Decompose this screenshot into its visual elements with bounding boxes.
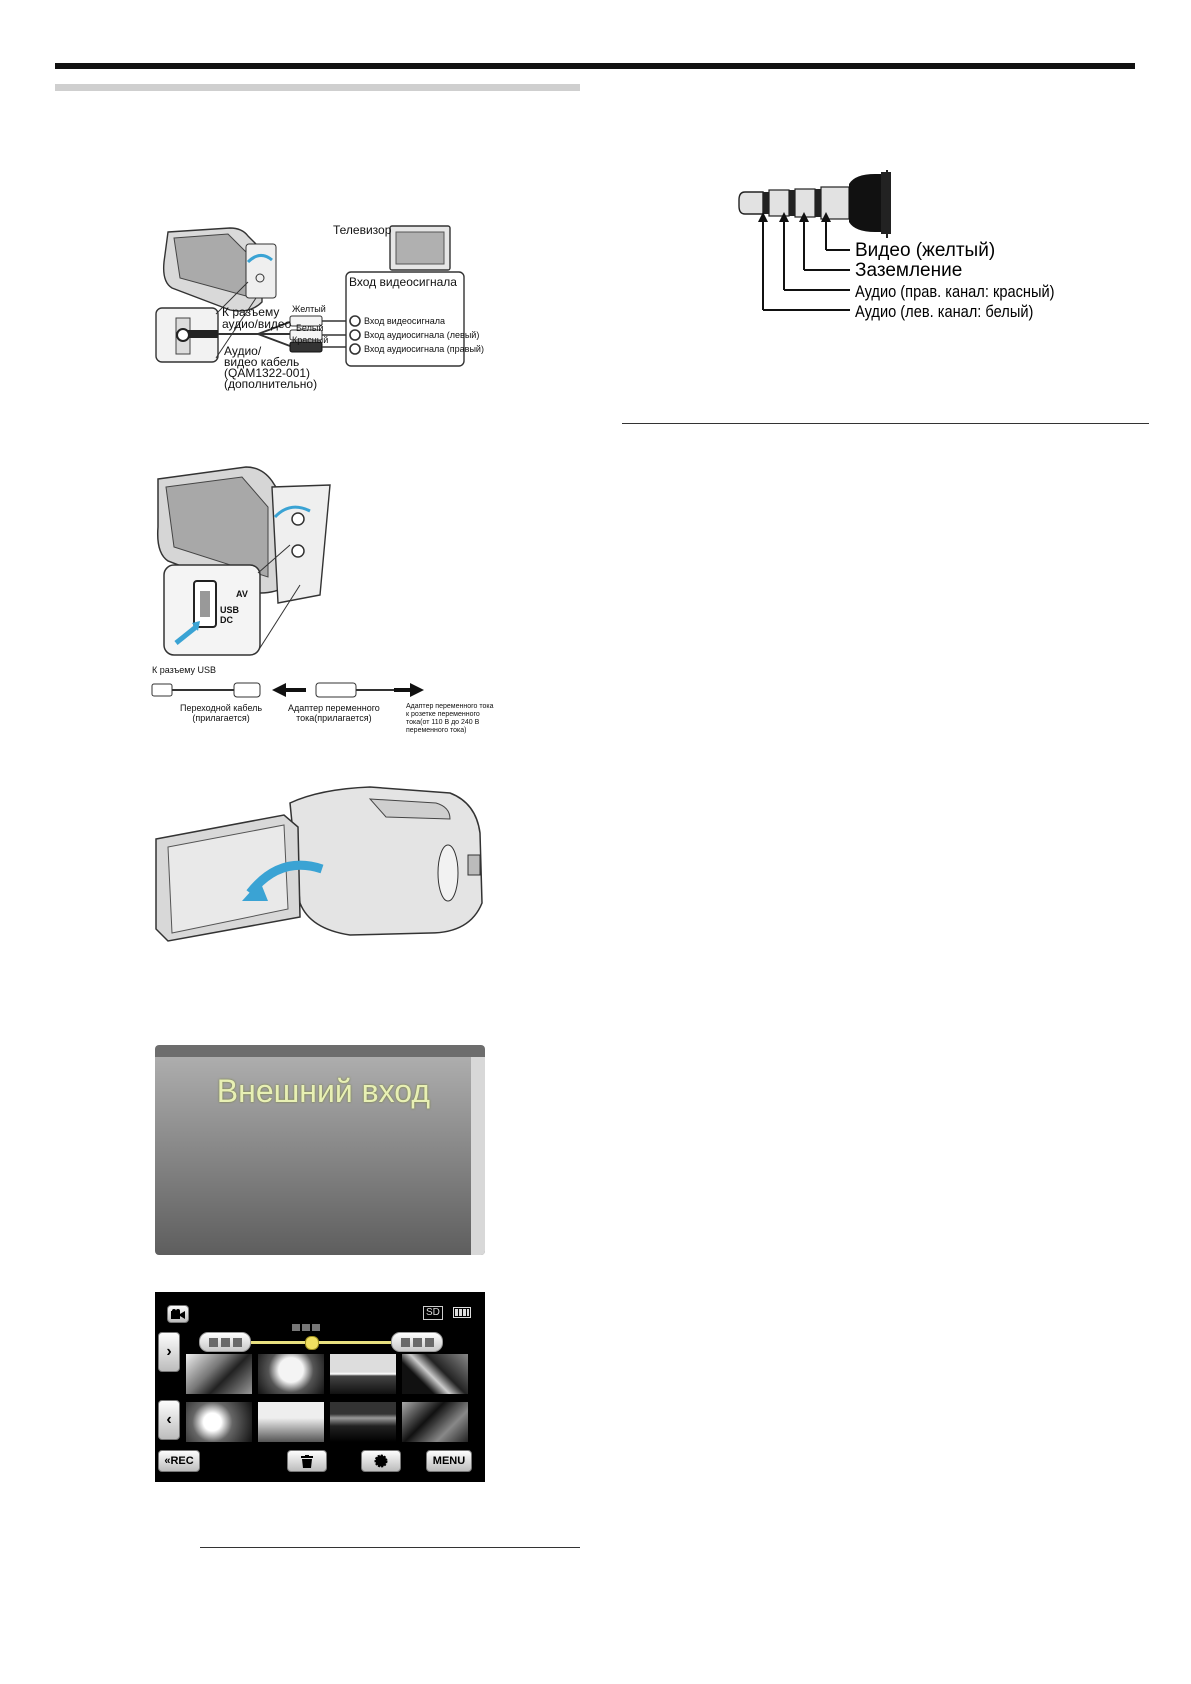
outlet-label: Адаптер переменного тока к розетке перем…	[406, 703, 493, 735]
section-heading-bar	[55, 84, 580, 91]
gear-icon	[374, 1454, 388, 1468]
tv-label: Телевизор	[333, 224, 391, 237]
video-in-label: Вход видеосигнала	[364, 316, 445, 326]
av-cable-label: Аудио/ видео кабель (QAM1322-001) (допол…	[224, 346, 317, 390]
trash-icon	[301, 1455, 313, 1468]
playback-index-screen: SD › ‹ «REC MENU	[155, 1292, 485, 1482]
video-input-title: Вход видеосигнала	[349, 276, 457, 289]
av-connection-figure: Телевизор Вход видеосигнала К разъему ау…	[150, 222, 490, 402]
delete-button[interactable]	[287, 1450, 327, 1472]
sd-card-indicator: SD	[423, 1306, 443, 1320]
thumbnail[interactable]	[402, 1402, 468, 1442]
thumbnail[interactable]	[186, 1354, 252, 1394]
right-column-divider	[622, 423, 1149, 424]
next-page-button[interactable]: ›	[158, 1332, 180, 1372]
audio-in-left-label: Вход аудиосигнала (левый)	[364, 330, 479, 340]
jack-video-label: Видео (желтый)	[855, 241, 995, 261]
usb-port-label: USB DC	[220, 605, 239, 625]
settings-button[interactable]	[361, 1450, 401, 1472]
prev-page-button[interactable]: ‹	[158, 1400, 180, 1440]
next-date-button[interactable]	[391, 1332, 443, 1352]
current-date	[292, 1324, 320, 1331]
date-slider-track[interactable]	[251, 1341, 391, 1344]
jack-audio-right-label: Аудио (прав. канал: красный)	[855, 282, 1055, 302]
menu-button[interactable]: MENU	[426, 1450, 472, 1472]
prev-date-button[interactable]	[199, 1332, 251, 1352]
thumbnail[interactable]	[330, 1402, 396, 1442]
jack-ground-label: Заземление	[855, 261, 962, 281]
av-jack-diagram: Видео (желтый) Заземление Аудио (прав. к…	[735, 170, 1055, 340]
camera-mode-icon	[171, 1309, 185, 1319]
date-slider-thumb[interactable]	[305, 1336, 319, 1350]
usb-power-figure: AV USB DC К разъему USB Переходной кабел…	[150, 455, 490, 745]
open-monitor-figure	[150, 783, 490, 943]
adapter-cable-label: Переходной кабель (прилагается)	[180, 703, 262, 723]
jack-audio-left-label: Аудио (лев. канал: белый)	[855, 302, 1033, 322]
camera-mode-button[interactable]	[167, 1305, 189, 1323]
page-header-bar	[55, 63, 1135, 69]
ac-adapter-label: Адаптер переменного тока(прилагается)	[288, 703, 380, 723]
to-av-connector-label: К разъему аудио/видео	[222, 306, 291, 330]
red-label: Красный	[292, 335, 328, 345]
thumbnail[interactable]	[258, 1402, 324, 1442]
chevron-left-icon: ‹	[166, 1411, 171, 1429]
thumbnail[interactable]	[330, 1354, 396, 1394]
to-usb-label: К разъему USB	[152, 665, 216, 675]
audio-in-right-label: Вход аудиосигнала (правый)	[364, 344, 484, 354]
left-column-divider	[200, 1547, 580, 1548]
rec-button[interactable]: «REC	[158, 1450, 200, 1472]
chevron-right-icon: ›	[166, 1343, 171, 1361]
thumbnail[interactable]	[186, 1402, 252, 1442]
battery-icon	[453, 1307, 471, 1318]
external-input-screen: Внешний вход	[155, 1045, 485, 1255]
av-port-label: AV	[236, 589, 248, 599]
thumbnail[interactable]	[258, 1354, 324, 1394]
external-input-title: Внешний вход	[217, 1073, 430, 1110]
thumbnail[interactable]	[402, 1354, 468, 1394]
yellow-label: Желтый	[292, 304, 326, 314]
white-label: Белый	[296, 323, 323, 333]
